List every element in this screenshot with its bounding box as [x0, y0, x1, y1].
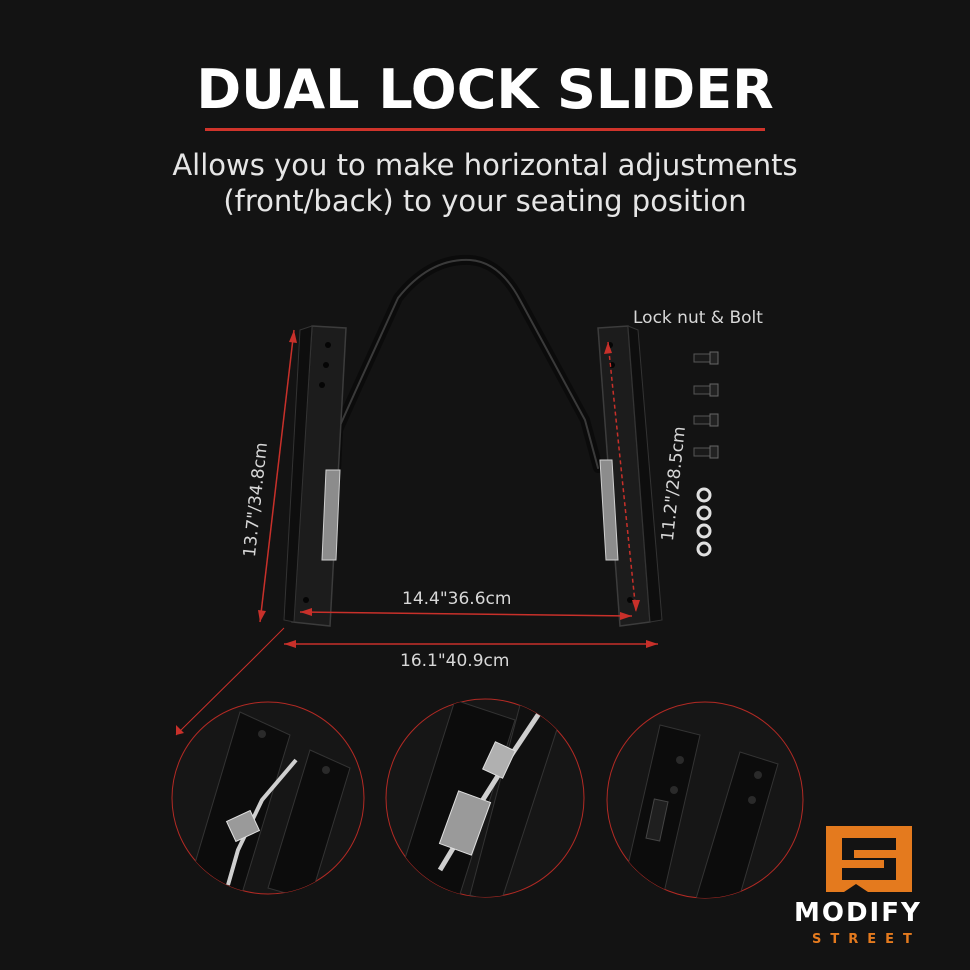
brand-logo-icon	[826, 826, 912, 892]
lock-nut-icon	[696, 487, 712, 557]
hardware-label: Lock nut & Bolt	[633, 308, 763, 328]
detail-circle-3	[606, 701, 804, 899]
subtitle-line-1: Allows you to make horizontal adjustment…	[172, 148, 798, 182]
dimension-left-length	[258, 329, 297, 623]
dimension-outer-width	[284, 640, 658, 648]
inner-width-label: 14.4"36.6cm	[402, 589, 512, 609]
detail-circle-1	[171, 701, 365, 895]
right-rail	[597, 325, 663, 627]
dimension-right-length	[604, 341, 640, 613]
release-bar	[331, 254, 603, 475]
outer-width-label: 16.1"40.9cm	[400, 651, 510, 671]
left-rail	[283, 325, 347, 627]
brand-name: MODIFY	[794, 898, 922, 928]
title-underline	[205, 128, 765, 131]
brand-tagline: STREET	[812, 932, 921, 947]
bolt-icon	[693, 351, 719, 459]
page-title: DUAL LOCK SLIDER	[196, 58, 774, 121]
subtitle-line-2: (front/back) to your seating position	[223, 184, 747, 218]
detail-pointer	[175, 627, 285, 736]
dimension-inner-width	[299, 608, 633, 620]
detail-circle-2	[385, 698, 585, 898]
